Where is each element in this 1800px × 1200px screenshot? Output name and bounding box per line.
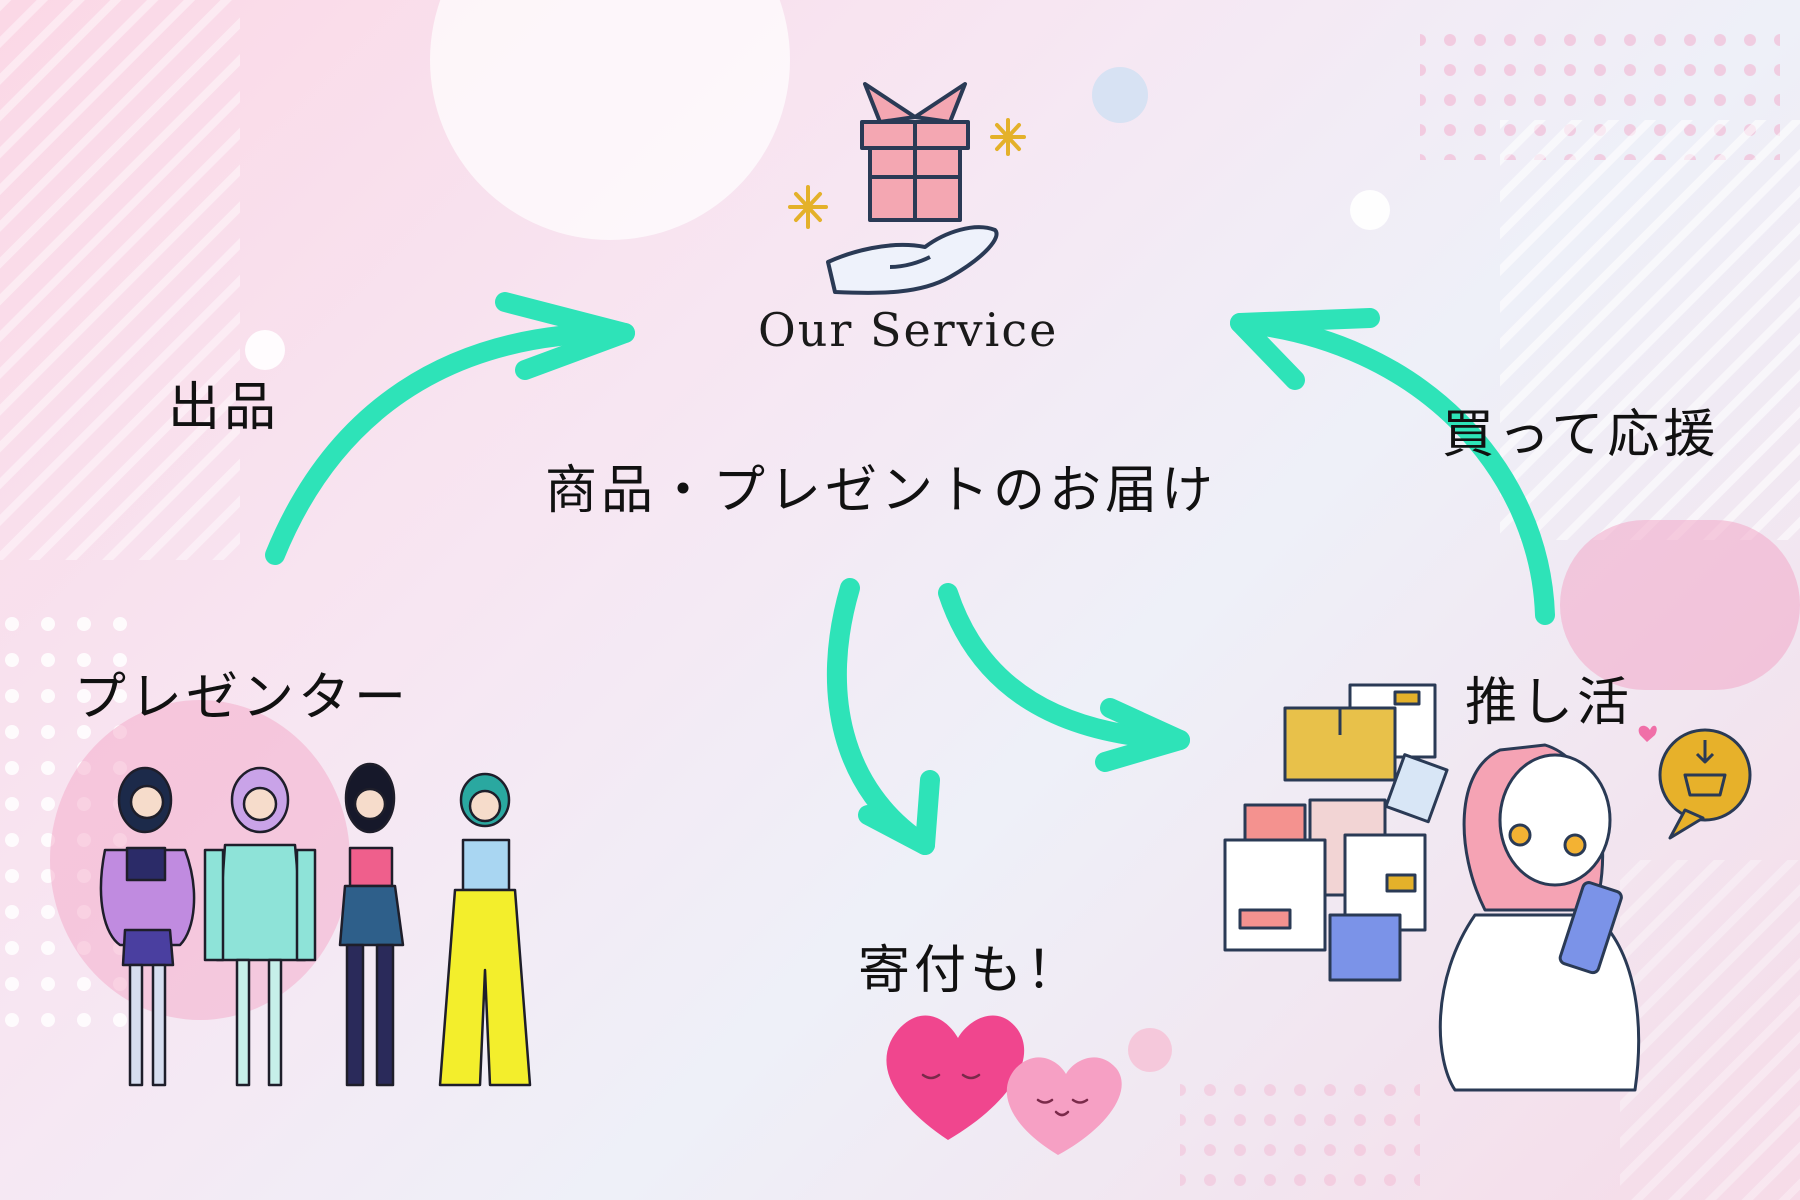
presenter-label: プレゼンター xyxy=(74,668,411,728)
arrow-listing-to-service xyxy=(265,292,635,565)
gift-on-hand-icon xyxy=(788,82,1026,295)
delivery-label: 商品・プレゼントのお届け xyxy=(545,461,1218,521)
oshikatsu-label: 推し活 xyxy=(1465,673,1634,733)
service-title: Our Service xyxy=(758,303,1059,357)
listing-label: 出品 xyxy=(168,378,281,438)
shopping-woman-icon xyxy=(1223,683,1752,1092)
arrow-oshikatsu-to-service xyxy=(1230,308,1555,625)
donation-label: 寄付も！ xyxy=(858,941,1083,1001)
hearts-icon xyxy=(886,1015,1122,1155)
idol-group-icon xyxy=(99,762,532,1087)
buy-support-label: 買って応援 xyxy=(1442,405,1720,465)
arrow-service-to-donation xyxy=(826,578,940,855)
arrow-service-to-oshikatsu xyxy=(938,583,1190,772)
